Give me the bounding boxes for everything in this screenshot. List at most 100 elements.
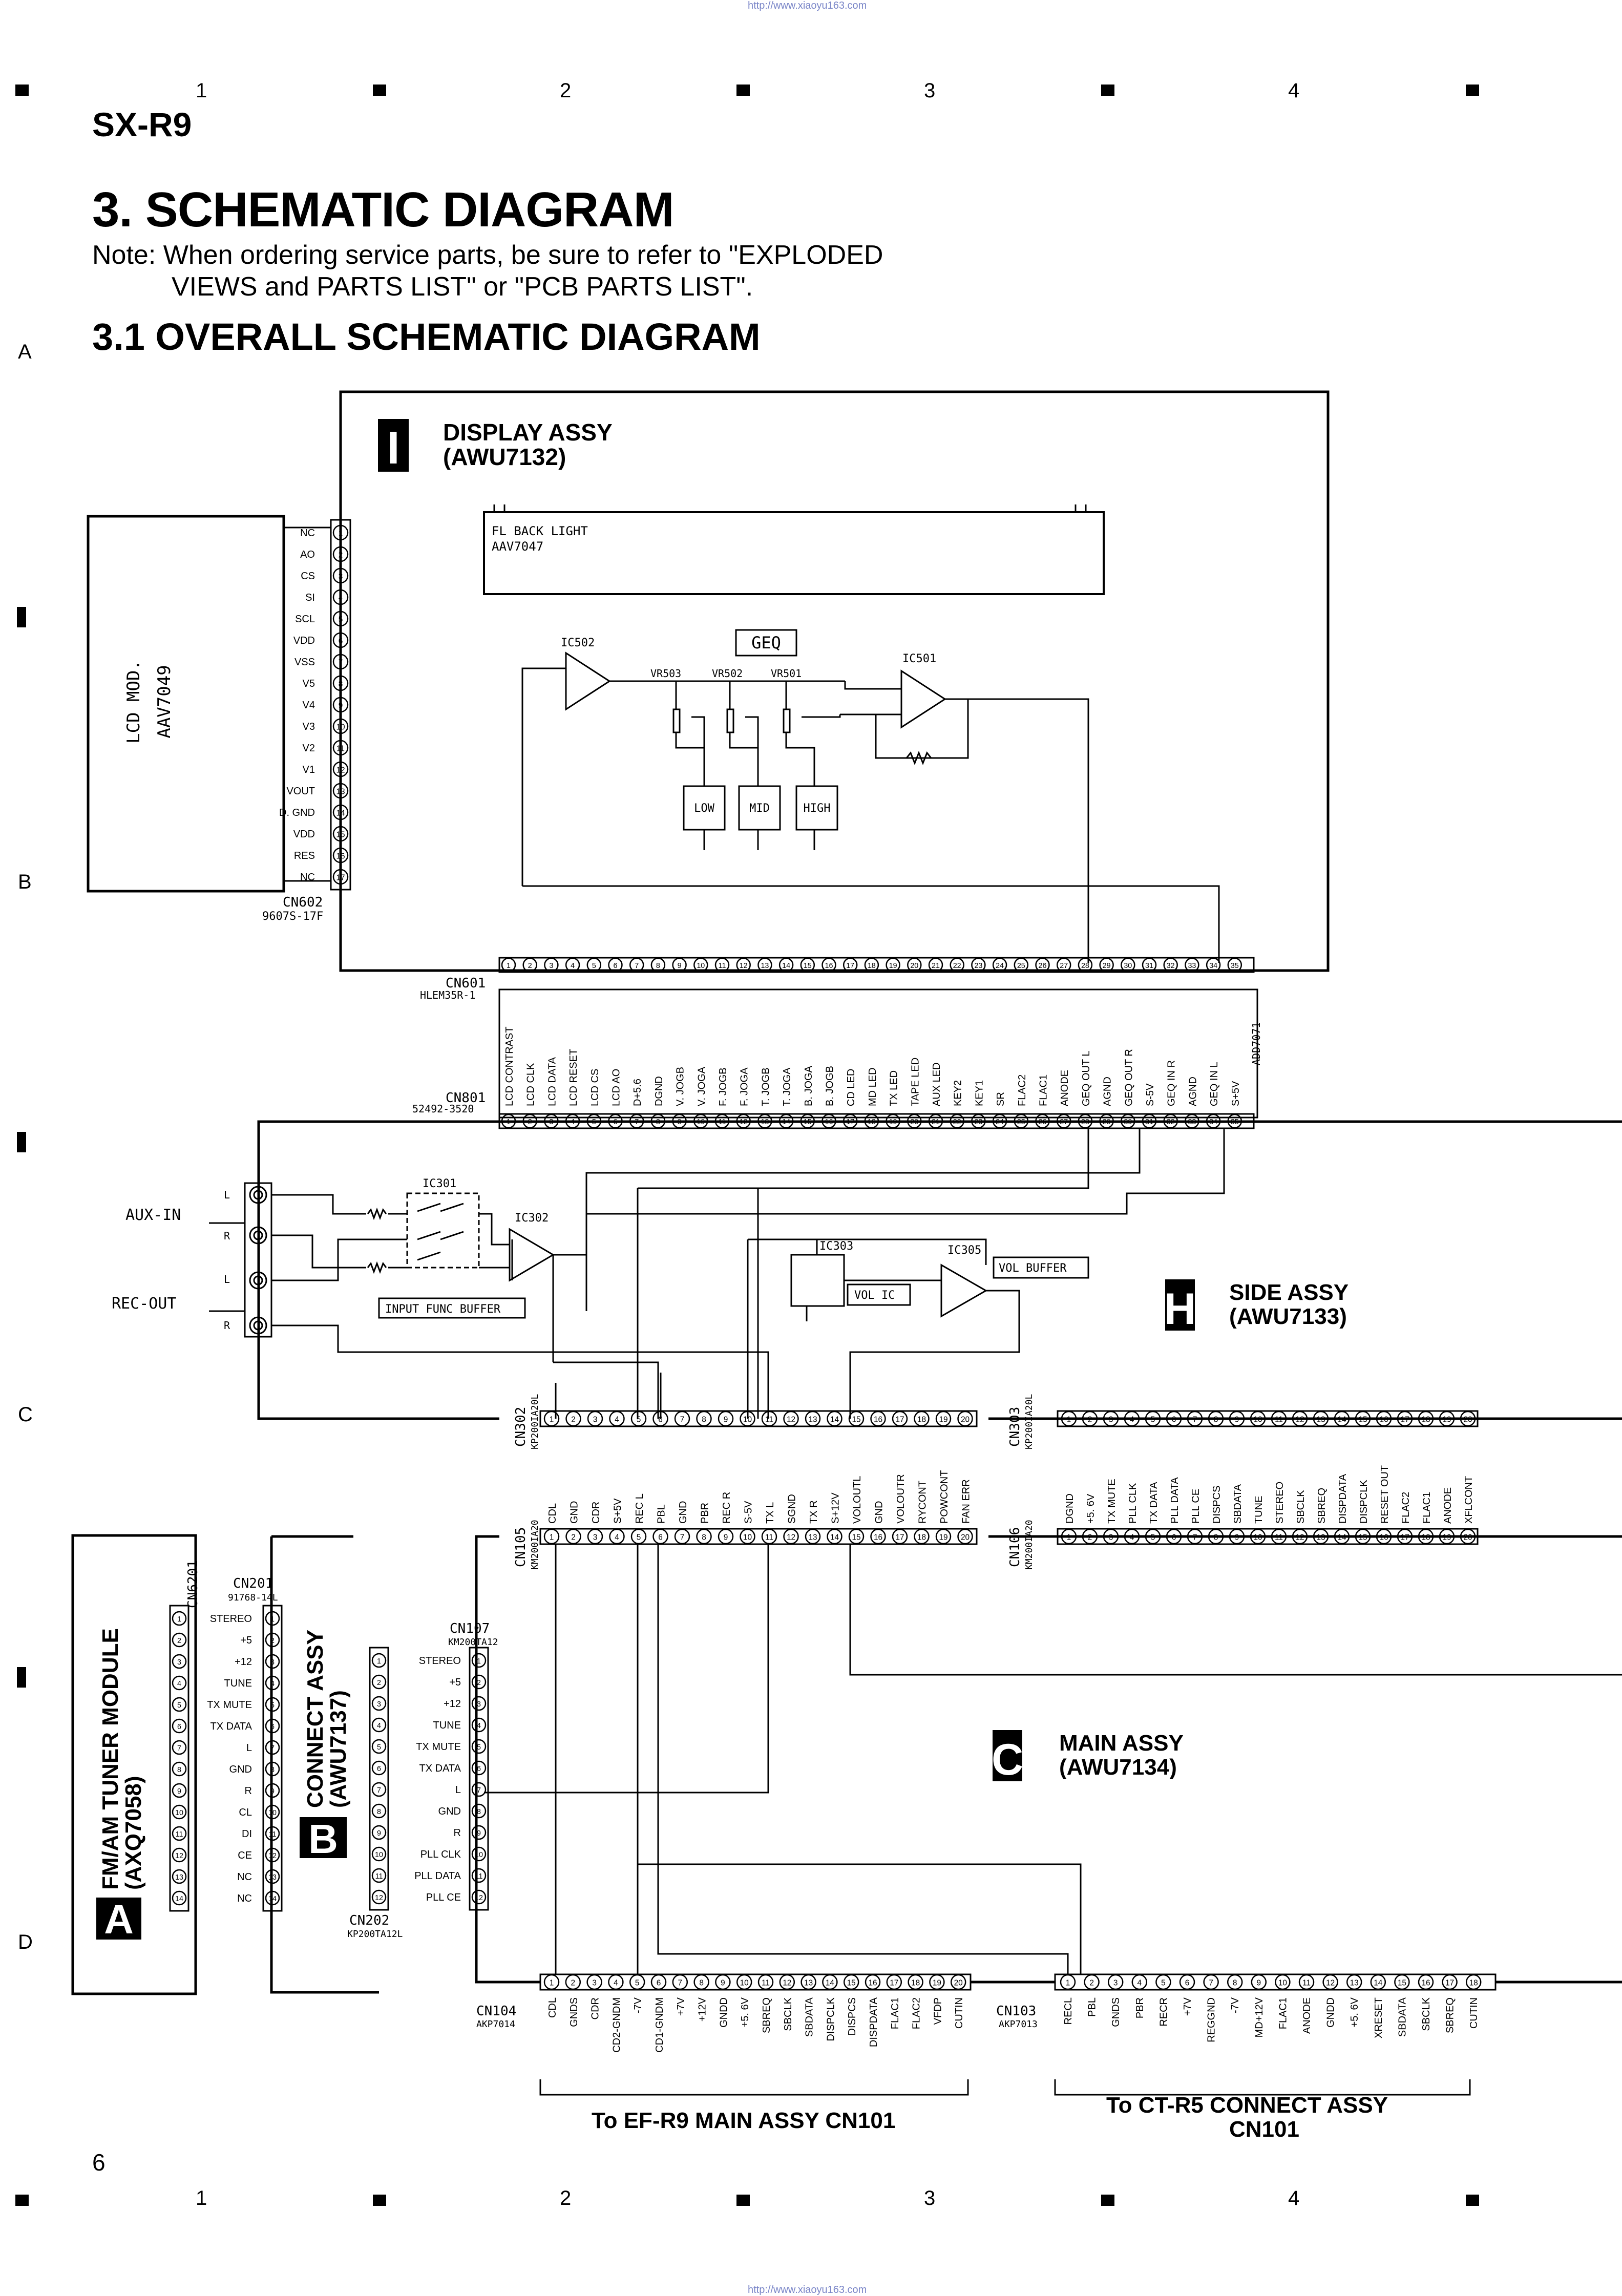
main-assy-name: MAIN ASSY (1059, 1731, 1184, 1756)
signal-name: XFLCONT (1463, 1476, 1474, 1524)
pin-number: 2 (477, 1679, 481, 1687)
pin-marker (1376, 1528, 1392, 1545)
signal-name: FLAC2 (1017, 1075, 1028, 1106)
signal-name: B. JOGB (825, 1066, 836, 1106)
signal-name: AUX LED (931, 1062, 942, 1106)
pin-number: 15 (852, 1533, 860, 1542)
pin-marker (332, 546, 349, 562)
pin-number: 14 (1337, 1415, 1346, 1424)
pin-number: 13 (1316, 1533, 1325, 1542)
signal-name: TX MUTE (1106, 1479, 1118, 1524)
pin-number: 12 (375, 1894, 383, 1902)
pin-number: 4 (615, 1415, 619, 1424)
pin-name: VDD (293, 829, 315, 840)
cn801-code: ADD7071 (1250, 1022, 1262, 1065)
signal-name: S-5V (743, 1501, 754, 1524)
pin-marker (914, 1410, 930, 1427)
pin-name: +5 (449, 1677, 461, 1688)
pin-marker (1187, 1410, 1203, 1427)
pin-marker (1103, 1410, 1119, 1427)
signal-name: GEQ IN L (1209, 1062, 1220, 1106)
pin-marker (565, 957, 580, 973)
cn105-connector (539, 1528, 978, 1545)
signal-name: GND (874, 1501, 885, 1524)
pin-number: 7 (377, 1786, 381, 1795)
pin-number: 4 (339, 594, 343, 602)
pin-number: 1 (1067, 1533, 1071, 1542)
pin-number: 6 (177, 1723, 181, 1731)
pin-marker (1187, 1528, 1203, 1545)
pin-marker (371, 1825, 387, 1840)
signal-name: DISPCS (1211, 1486, 1223, 1524)
pin-number: 6 (270, 1723, 275, 1731)
cn201-label: CN201 (233, 1576, 273, 1591)
pin-marker (265, 1890, 280, 1906)
pin-marker (332, 524, 349, 541)
pin-number: 12 (475, 1894, 483, 1902)
pin-name: NC (237, 1893, 252, 1904)
signal-name: TX R (808, 1500, 819, 1524)
pin-number: 16 (874, 1415, 882, 1424)
registration-mark (15, 2195, 29, 2206)
pin-marker (332, 783, 349, 799)
pin-number: 21 (932, 962, 940, 970)
signal-name: CD LED (846, 1069, 857, 1106)
page-number: 6 (92, 2149, 106, 2176)
signal-name: KEY1 (974, 1080, 985, 1106)
pin-marker (827, 1528, 842, 1545)
pin-number: 18 (1469, 1978, 1478, 1987)
pin-number: 10 (175, 1809, 183, 1817)
pin-marker (778, 957, 794, 973)
pin-number: 6 (477, 1765, 481, 1773)
pin-marker (565, 1974, 581, 1990)
pin-name: +12 (444, 1698, 461, 1710)
cn303-part: KP200IA20L (1024, 1394, 1035, 1449)
tuner-code: (AXQ7058) (121, 1776, 146, 1890)
pin-marker (172, 1804, 187, 1820)
pin-number: 9 (377, 1829, 381, 1838)
pin-marker (172, 1718, 187, 1734)
signal-name: SBCLK (1295, 1490, 1307, 1524)
pin-marker (1292, 1528, 1308, 1545)
pin-marker (650, 1974, 667, 1990)
signal-name: F. JOGA (739, 1067, 750, 1106)
pin-number: 27 (1060, 962, 1068, 970)
pin-number: 2 (528, 962, 532, 970)
pin-marker (908, 1974, 923, 1990)
pin-marker (629, 1974, 645, 1990)
ic305-label: IC305 (947, 1244, 981, 1257)
signal-name: REGGND (1206, 1997, 1217, 2042)
cn6201-label: CN6201 (185, 1560, 201, 1608)
pin-name: PLL CE (426, 1892, 461, 1903)
pin-marker (1227, 1974, 1243, 1990)
connect-letter: B (308, 1816, 338, 1862)
signal-name: POWCONT (939, 1470, 950, 1524)
grid-row-b: B (18, 871, 32, 893)
vol-ic-label: VOL IC (854, 1289, 895, 1302)
pin-number: 1 (177, 1615, 181, 1624)
pin-number: 20 (961, 1415, 970, 1424)
pin-marker (630, 1528, 647, 1545)
pin-marker (1099, 957, 1114, 973)
pin-number: 9 (724, 1533, 728, 1542)
pin-marker (843, 1974, 859, 1990)
main-assy-letter: C (992, 1735, 1023, 1784)
pin-number: 3 (477, 1700, 481, 1709)
main-assy-badge (993, 1730, 1022, 1781)
pin-number: 8 (702, 1415, 706, 1424)
pin-number: 7 (1193, 1415, 1197, 1424)
pin-number: 7 (270, 1744, 275, 1753)
pin-marker (608, 957, 623, 973)
signal-name: LCD CONTRAST (504, 1026, 515, 1106)
pin-marker (543, 1528, 560, 1545)
registration-mark (15, 85, 29, 96)
pin-name: TX DATA (210, 1721, 252, 1732)
pin-marker (914, 1528, 930, 1545)
pin-name: CS (301, 571, 315, 582)
pin-number: 12 (1295, 1415, 1304, 1424)
signal-name: FLAC1 (1277, 1997, 1289, 2029)
pin-number: 4 (1130, 1415, 1134, 1424)
pin-number: 2 (571, 1978, 576, 1987)
